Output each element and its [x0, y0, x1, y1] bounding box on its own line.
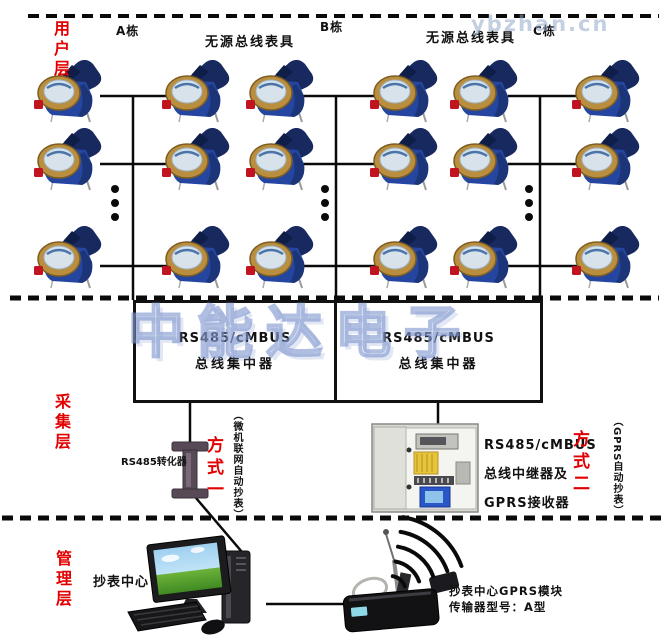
gprs-receiver-line1: RS485/cMBUS: [484, 438, 597, 453]
layer-separator-lines: [2, 14, 664, 521]
management-layer-label: 管理层: [53, 550, 72, 610]
method-two-label: 方式二: [569, 430, 589, 496]
passive-meter-group-label-2: 无源总线表具: [426, 31, 517, 46]
collection-layer-label: 采集层: [52, 393, 71, 453]
signal-waves-icon: [390, 515, 464, 589]
building-c-label: C栋: [533, 24, 556, 38]
method-one-label: 方式一: [203, 436, 223, 502]
bus-concentrator-box-1: RS485/cMBUS 总线集中器: [133, 300, 337, 403]
method-two-note: （GPRS自动抄表）: [611, 416, 622, 517]
passive-meter-group-label-1: 无源总线表具: [205, 35, 296, 50]
concentrator-2-line1: RS485/cMBUS: [382, 331, 495, 346]
concentrator-1-line2: 总线集中器: [194, 357, 275, 372]
cabinet-icon: [371, 423, 479, 513]
gprs-receiver-line2: 总线中继器及: [484, 467, 569, 482]
rs485-converter-label: RS485转化器: [121, 457, 187, 468]
gprs-receiver-line3: GPRS接收器: [484, 496, 570, 511]
bus-wiring: [100, 94, 580, 606]
concentrator-1-line1: RS485/cMBUS: [178, 331, 292, 346]
more-meters-ellipsis: [111, 185, 533, 221]
concentrator-2-line2: 总线集中器: [398, 357, 479, 372]
building-a-label: A栋: [116, 24, 140, 38]
user-layer-label: 用户层: [51, 20, 70, 80]
gprs-receiver-description: RS485/cMBUS 总线中继器及 GPRS接收器: [484, 438, 597, 521]
gprs-module-title: 抄表中心GPRS模块: [449, 584, 564, 598]
rs485-converter-icon: [171, 441, 209, 499]
computer-icon: [127, 535, 251, 635]
building-b-label: B栋: [320, 20, 344, 34]
gprs-module-model: 传输器型号：A型: [449, 600, 547, 614]
bus-concentrator-box-2: RS485/cMBUS 总线集中器: [334, 300, 543, 403]
method-one-note: （微机联网自动抄表）: [231, 410, 242, 520]
reading-center-label: 抄表中心: [93, 575, 150, 590]
